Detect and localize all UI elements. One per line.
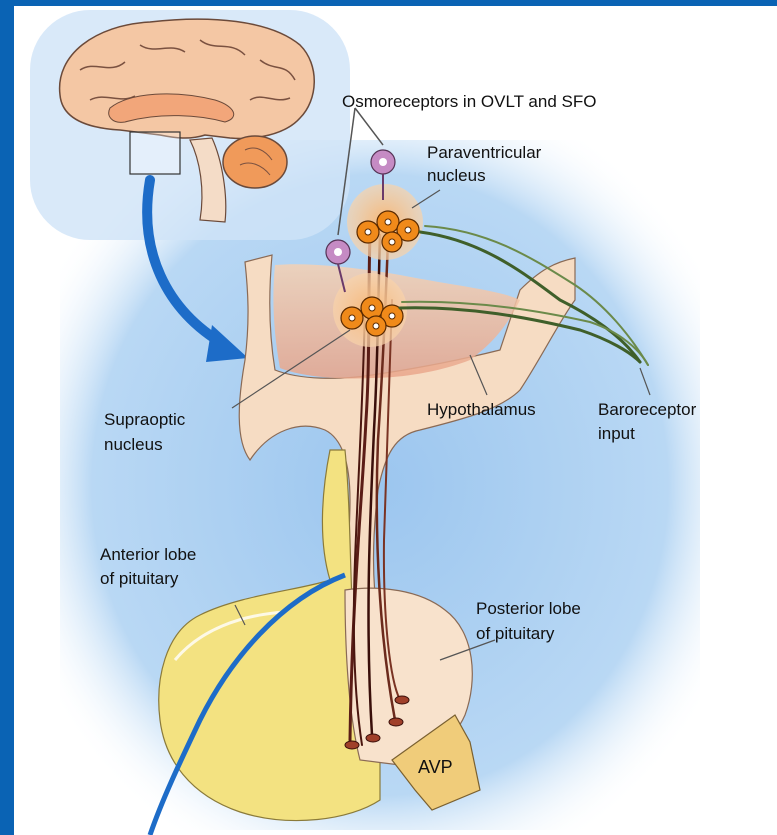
osmoreceptors-label: Osmoreceptors in OVLT and SFO: [342, 92, 596, 112]
posterior-lobe-label: Posterior lobe: [476, 599, 581, 619]
avp-label: AVP: [418, 757, 453, 777]
anterior-lobe-label-2: of pituitary: [100, 569, 178, 589]
baroreceptor-label-2: input: [598, 424, 635, 444]
anterior-lobe-label: Anterior lobe: [100, 545, 196, 565]
posterior-lobe-label-2: of pituitary: [476, 624, 554, 644]
hypothalamus-label: Hypothalamus: [427, 400, 536, 420]
paraventricular-label: Paraventricular: [427, 143, 541, 163]
baroreceptor-label: Baroreceptor: [598, 400, 696, 420]
supraoptic-label-2: nucleus: [104, 435, 163, 455]
paraventricular-label-2: nucleus: [427, 166, 486, 186]
supraoptic-label: Supraoptic: [104, 410, 185, 430]
diagram-panel: Osmoreceptors in OVLT and SFO Paraventri…: [14, 6, 777, 835]
